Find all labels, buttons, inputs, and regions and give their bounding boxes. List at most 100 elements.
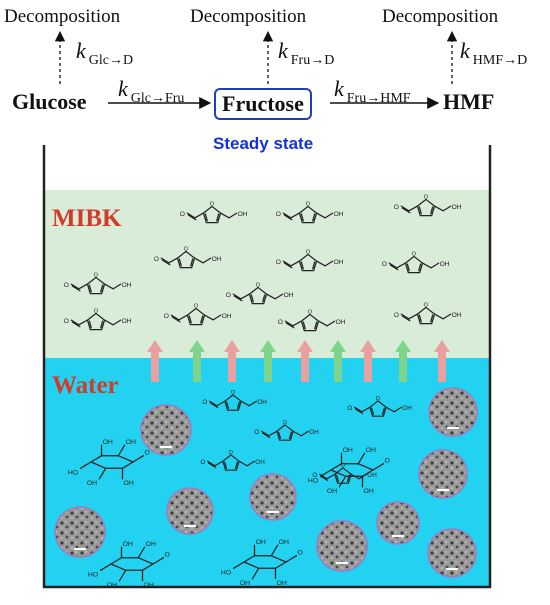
- hydroxyl-label: OH: [334, 211, 344, 218]
- svg-text:O: O: [283, 420, 287, 426]
- transfer-arrow: [260, 340, 276, 382]
- hydroxyl-label: OH: [257, 399, 267, 406]
- svg-text:OH: OH: [343, 447, 353, 454]
- svg-text:O: O: [154, 256, 159, 263]
- catalyst-particle: [140, 404, 192, 456]
- svg-text:O: O: [256, 283, 261, 289]
- svg-text:O: O: [164, 313, 169, 320]
- transfer-arrow: [189, 340, 205, 382]
- svg-text:O: O: [385, 458, 390, 465]
- svg-text:O: O: [184, 247, 189, 253]
- decomposition-label-hmf: Decomposition: [382, 6, 499, 27]
- svg-text:OH: OH: [144, 582, 154, 589]
- svg-text:O: O: [347, 405, 352, 412]
- svg-text:OH: OH: [366, 447, 376, 454]
- hmf-molecule: O OH O: [200, 450, 265, 471]
- svg-text:O: O: [278, 319, 283, 326]
- species-glucose: Glucose: [12, 89, 87, 114]
- svg-text:OH: OH: [146, 541, 156, 548]
- catalyst-particle: [376, 501, 420, 545]
- mibk-phase: [44, 190, 490, 358]
- svg-text:O: O: [64, 318, 69, 325]
- svg-text:O: O: [276, 259, 281, 266]
- water-phase-label: Water: [52, 372, 119, 399]
- hydroxyl-label: OH: [309, 429, 319, 436]
- catalyst-particle: [249, 473, 297, 521]
- svg-text:O: O: [254, 429, 259, 436]
- hydroxyl-label: OH: [122, 282, 132, 289]
- svg-text:O: O: [306, 250, 311, 256]
- transfer-arrow: [360, 340, 376, 382]
- svg-text:O: O: [306, 202, 311, 208]
- hydroxyl-label: OH: [255, 459, 265, 466]
- svg-text:HO: HO: [88, 572, 98, 579]
- svg-text:O: O: [394, 312, 399, 319]
- svg-text:HO: HO: [221, 570, 231, 577]
- svg-text:OH: OH: [123, 541, 133, 548]
- hydroxyl-label: OH: [212, 256, 222, 263]
- svg-text:O: O: [226, 292, 231, 299]
- svg-text:O: O: [194, 304, 199, 310]
- hmf-molecule: O OH O: [226, 283, 294, 305]
- svg-text:OH: OH: [327, 488, 337, 495]
- svg-text:HO: HO: [308, 478, 318, 485]
- catalyst-particle: [428, 387, 478, 437]
- svg-text:O: O: [412, 252, 417, 258]
- svg-text:OH: OH: [256, 539, 266, 546]
- svg-text:O: O: [312, 472, 317, 479]
- hydroxyl-label: OH: [336, 319, 346, 326]
- svg-text:O: O: [200, 459, 205, 466]
- svg-text:O: O: [231, 390, 235, 396]
- svg-text:O: O: [145, 450, 150, 457]
- svg-text:O: O: [394, 204, 399, 211]
- svg-text:O: O: [180, 211, 185, 218]
- svg-text:O: O: [94, 309, 99, 315]
- glucose-molecule: OH OH O OH OH HO: [88, 541, 170, 589]
- svg-text:OH: OH: [107, 582, 117, 589]
- svg-text:O: O: [165, 552, 170, 559]
- svg-text:O: O: [341, 463, 345, 469]
- svg-text:O: O: [382, 261, 387, 268]
- phase-transfer-arrows: [147, 340, 450, 382]
- svg-text:OH: OH: [124, 480, 134, 487]
- svg-text:O: O: [229, 450, 233, 456]
- hydroxyl-label: OH: [238, 211, 248, 218]
- catalyst-particles: [54, 387, 478, 578]
- catalyst-particle: [54, 506, 106, 558]
- hydroxyl-label: OH: [440, 261, 450, 268]
- species-hmf: HMF: [443, 89, 495, 114]
- hydroxyl-label: OH: [402, 405, 412, 412]
- svg-text:O: O: [298, 550, 303, 557]
- svg-text:O: O: [424, 303, 429, 309]
- decomposition-label-fructose: Decomposition: [190, 6, 307, 27]
- hydroxyl-label: OH: [284, 292, 294, 299]
- svg-text:O: O: [210, 202, 215, 208]
- svg-text:OH: OH: [277, 580, 287, 587]
- catalyst-particle: [316, 520, 368, 572]
- svg-text:O: O: [308, 310, 313, 316]
- species-fructose: Fructose: [214, 88, 312, 120]
- hmf-molecule: O OH O: [180, 202, 248, 224]
- transfer-arrow: [224, 340, 240, 382]
- svg-text:O: O: [424, 195, 429, 201]
- transfer-arrow: [297, 340, 313, 382]
- mibk-phase-label: MIBK: [52, 205, 122, 232]
- hydroxyl-label: OH: [452, 204, 462, 211]
- steady-state-label: Steady state: [213, 134, 314, 153]
- catalyst-particle: [166, 487, 214, 535]
- svg-text:O: O: [94, 273, 99, 279]
